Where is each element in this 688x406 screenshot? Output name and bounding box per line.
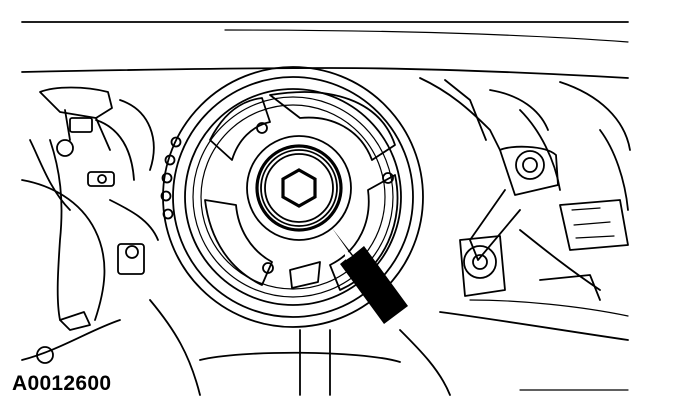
header-rules (21, 21, 629, 43)
left-bracket-assembly (21, 86, 201, 396)
arrow-icon (332, 228, 408, 324)
hex-bolt-icon (281, 168, 317, 208)
lower-support (199, 329, 401, 396)
right-bracket-assembly (459, 145, 629, 301)
figure-id-label: A0012600 (10, 372, 114, 396)
engine-block-outline (21, 67, 631, 396)
crankshaft-pulley (160, 66, 424, 328)
